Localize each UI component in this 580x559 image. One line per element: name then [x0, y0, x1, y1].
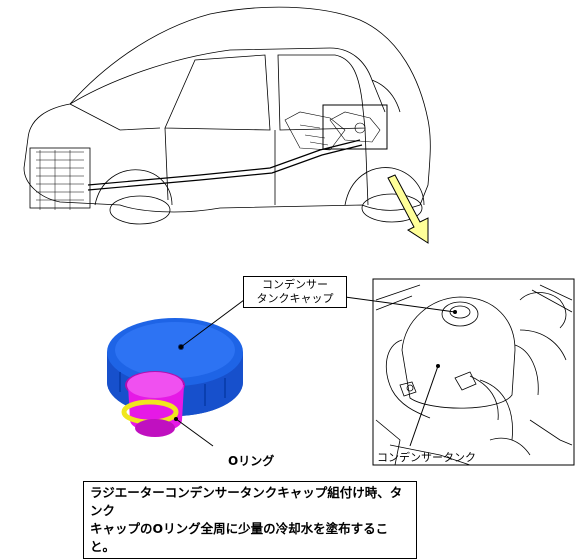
tank-cap-callout-line2: タンクキャップ	[256, 292, 334, 305]
zoom-arrow	[387, 174, 429, 244]
tank-cap-image	[107, 318, 243, 437]
tank-cap-callout-line1: コンデンサー	[262, 278, 328, 291]
vehicle-illustration	[23, 6, 575, 466]
instruction-note-line1: ラジエーターコンデンサータンクキャップ組付け時、タンク	[90, 485, 403, 518]
condenser-tank-label: コンデンサータンク	[377, 451, 476, 464]
instruction-note: ラジエーターコンデンサータンクキャップ組付け時、タンク キャップのOリング全周に…	[83, 481, 417, 559]
instruction-note-line2: キャップのOリング全周に少量の冷却水を塗布すること。	[90, 521, 389, 554]
tank-cap-callout: コンデンサー タンクキャップ	[243, 276, 347, 308]
engine-bay-detail	[372, 278, 575, 466]
o-ring-label: Oリング	[228, 454, 275, 468]
